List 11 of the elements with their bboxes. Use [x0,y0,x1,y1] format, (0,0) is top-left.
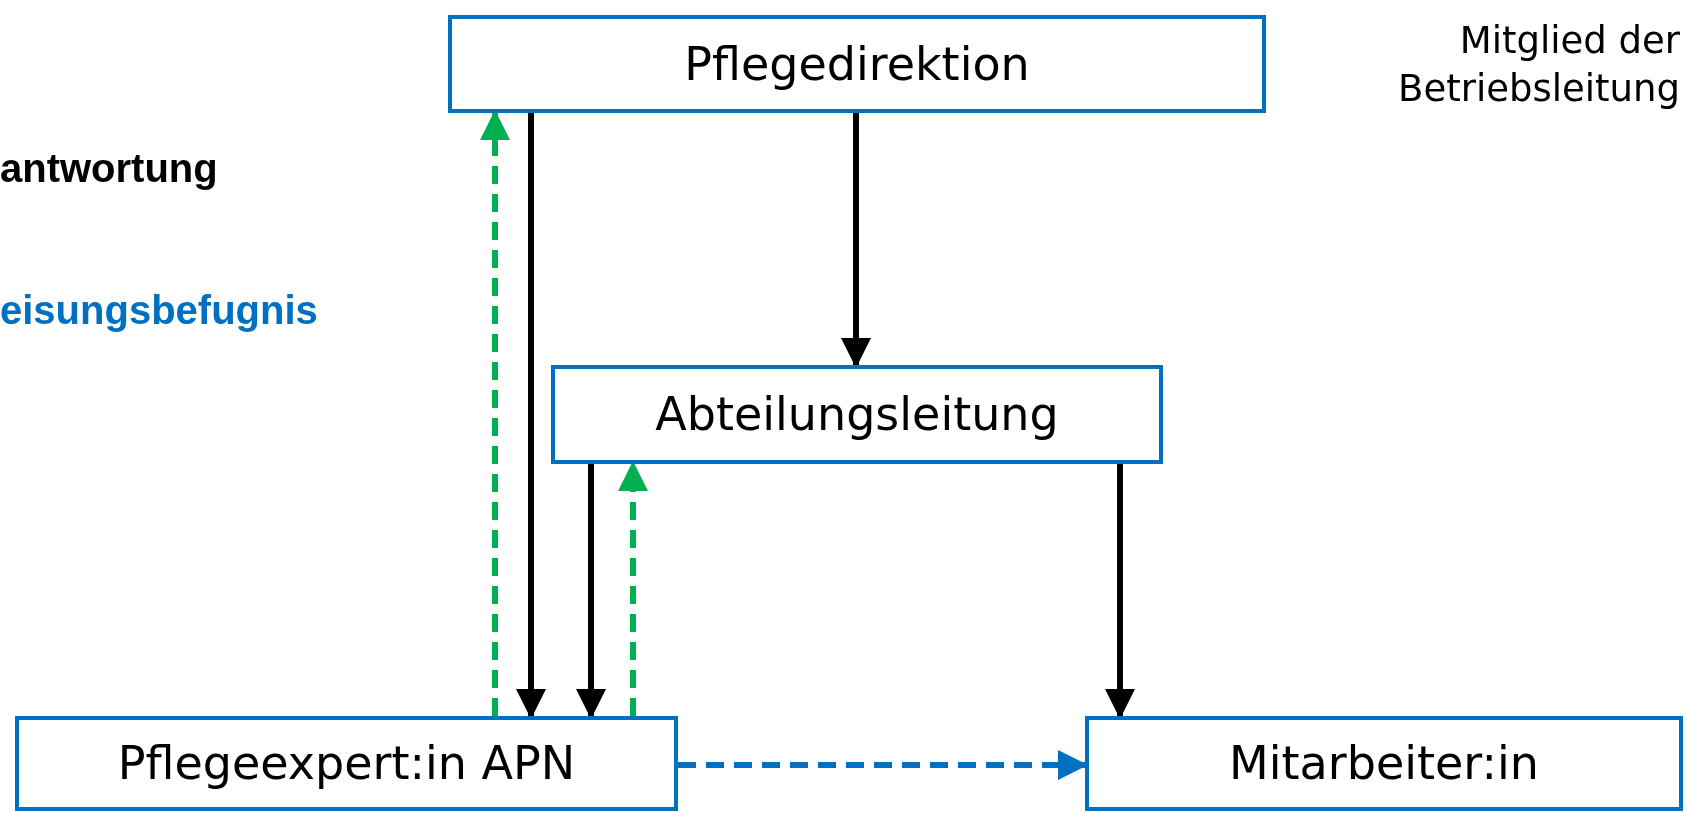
role-box: Pflegedirektion [448,15,1266,113]
legend-text: eisungsbefugnis [0,287,318,334]
legend-text: antwortung [0,145,218,192]
arrow [841,113,871,368]
role-box: Pflegeexpert:in APN [15,716,678,811]
role-note: Mitglied der Betriebsleitung [1397,18,1680,112]
role-box: Abteilungsleitung [551,365,1163,464]
arrow [576,464,606,719]
role-box: Mitarbeiter:in [1085,716,1683,811]
arrow [1105,464,1135,719]
arrow [516,113,546,719]
